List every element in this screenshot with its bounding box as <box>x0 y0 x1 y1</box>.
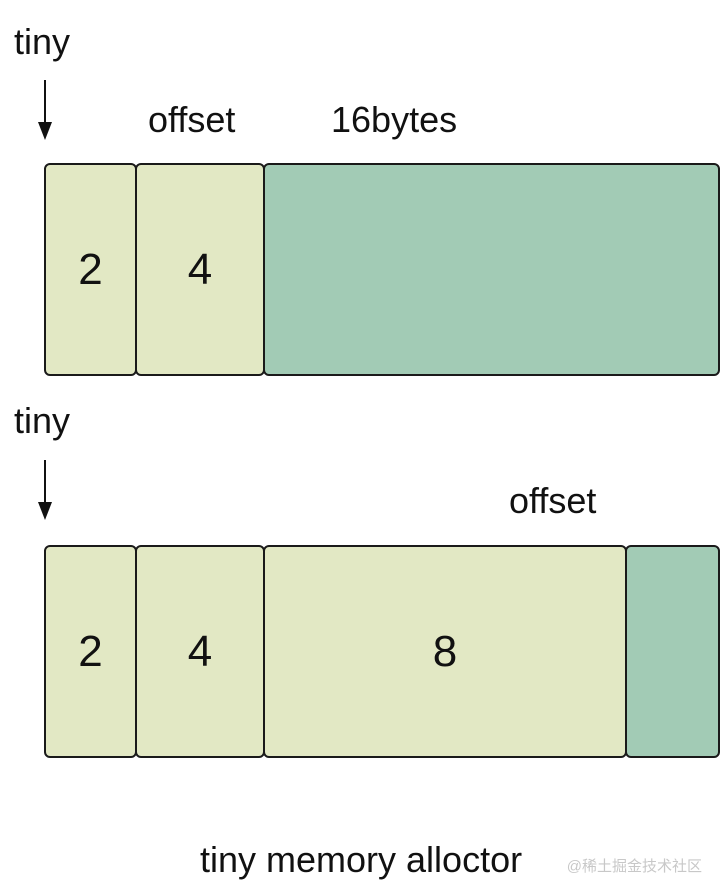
top-tiny-label: tiny <box>14 21 71 62</box>
bottom-arrow-down-icon <box>38 460 52 520</box>
watermark: @稀土掘金技术社区 <box>566 858 702 875</box>
top-cell-2: 2 <box>44 163 137 376</box>
bottom-tiny-label: tiny <box>14 400 71 441</box>
bottom-free-space <box>625 545 720 758</box>
bottom-cell-4: 4 <box>135 545 265 758</box>
top-arrow-down-icon <box>38 80 52 140</box>
bottom-offset-label: offset <box>509 480 597 521</box>
top-cell-4: 4 <box>135 163 265 376</box>
top-size-label: 16bytes <box>331 99 458 140</box>
top-free-space <box>263 163 720 376</box>
bottom-cell-2: 2 <box>44 545 137 758</box>
top-offset-label: offset <box>148 99 236 140</box>
diagram-caption: tiny memory alloctor <box>200 839 523 880</box>
bottom-cell-8: 8 <box>263 545 627 758</box>
